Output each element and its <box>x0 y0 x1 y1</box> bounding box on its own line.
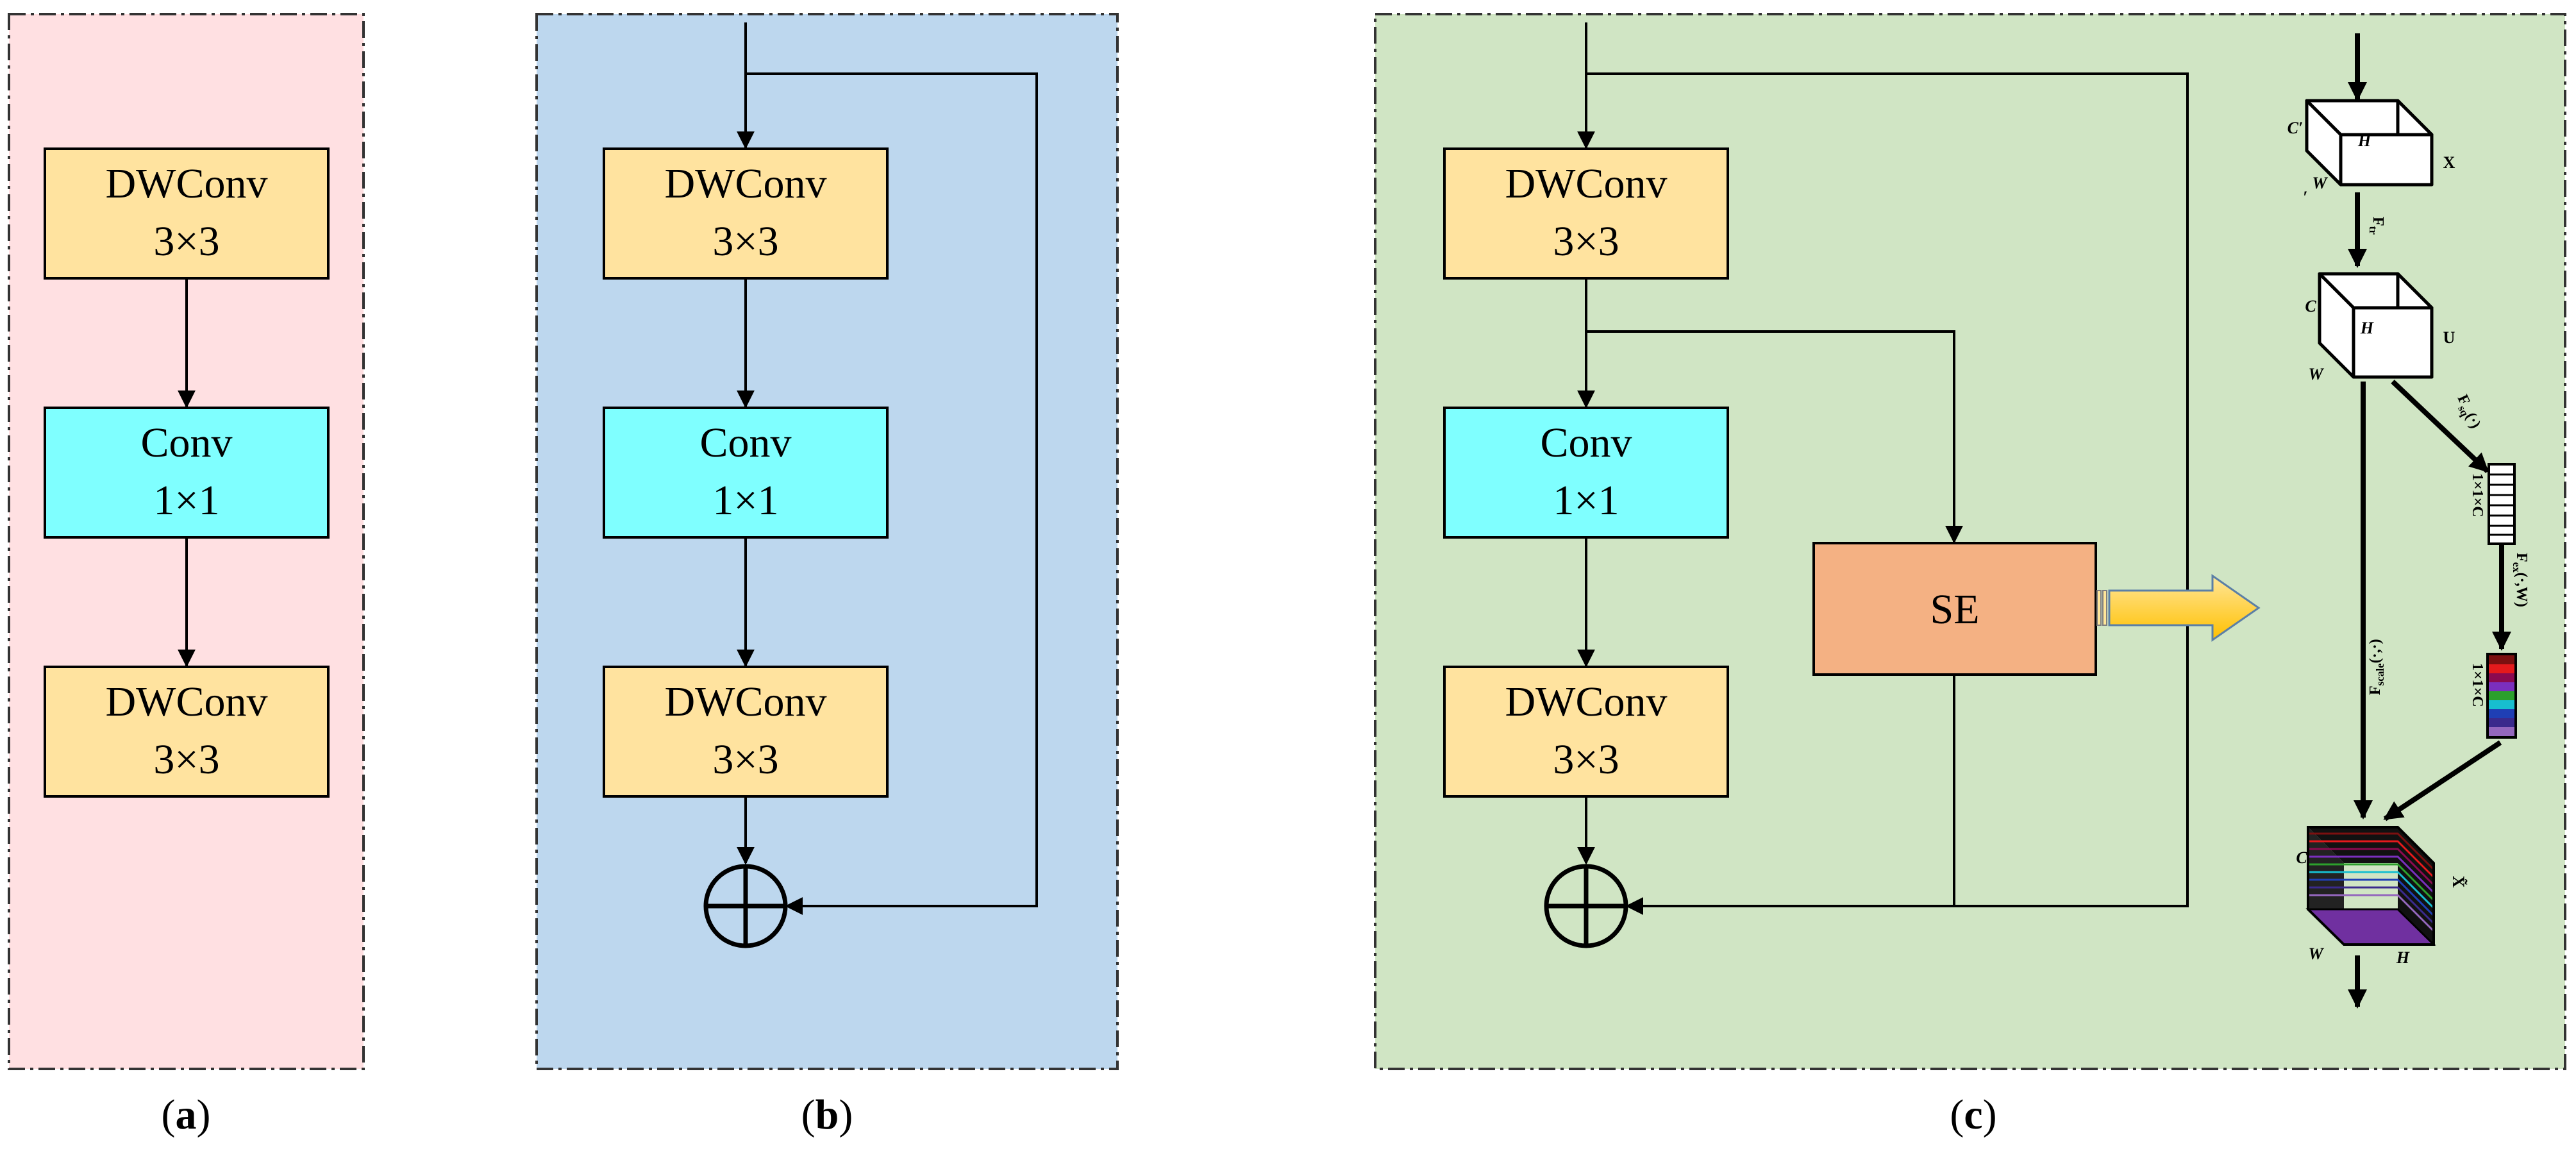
excitation-vector <box>2486 653 2517 739</box>
block-line1: DWConv <box>1505 678 1668 725</box>
block-line1: Conv <box>140 419 232 466</box>
squeeze-size: 1×1×C <box>2469 473 2486 517</box>
fscale-label: Fscale(·,·) <box>2367 639 2386 695</box>
cube-u-h: H <box>2360 319 2374 337</box>
panel-c-block-conv: Conv 1×1 <box>1443 407 1729 539</box>
ftr-label: Ftr <box>2367 217 2386 235</box>
block-line1: Conv <box>1540 419 1632 466</box>
panel-c-block-dwconv-top: DWConv 3×3 <box>1443 147 1729 280</box>
cube-output <box>2305 826 2436 946</box>
panel-c: DWConv 3×3 Conv 1×1 DWConv 3×3 SE <box>1374 13 2566 1138</box>
panel-b-block-dwconv-bottom: DWConv 3×3 <box>603 666 889 798</box>
block-line2: 3×3 <box>1553 736 1619 783</box>
se-label: SE <box>1930 586 1979 633</box>
block-line2: 3×3 <box>712 218 778 265</box>
cube-x-w-mark: ′ <box>2303 188 2307 206</box>
excite-to-output-arrow <box>2383 740 2502 821</box>
block-line1: DWConv <box>1505 160 1668 207</box>
block-line2: 3×3 <box>153 218 219 265</box>
panel-b-add-icon <box>703 864 788 948</box>
excite-size: 1×1×C <box>2469 663 2486 707</box>
cube-output-h: H <box>2396 948 2410 967</box>
panel-c-se-branch-in <box>1586 330 1963 544</box>
panel-c-block-dwconv-bottom: DWConv 3×3 <box>1443 666 1729 798</box>
panel-b-block-conv: Conv 1×1 <box>603 407 889 539</box>
se-detail: H W C′ ′ X Ftr H W C U Fsq(·) <box>2287 33 2530 1009</box>
panel-c-se-block: SE <box>1812 542 2097 676</box>
cube-output-c: C <box>2296 848 2307 867</box>
cube-output-name: X̃ <box>2449 876 2468 888</box>
cube-u-name: U <box>2443 328 2455 347</box>
block-line2: 1×1 <box>712 477 778 524</box>
fex-label: Fex(·,W) <box>2511 553 2530 607</box>
panel-c-caption: (c) <box>1950 1091 1996 1138</box>
panel-a-block-dwconv-top: DWConv 3×3 <box>44 147 330 280</box>
cube-x-c: C′ <box>2287 119 2304 137</box>
block-line2: 3×3 <box>1553 218 1619 265</box>
block-line1: DWConv <box>106 678 268 725</box>
panel-b: DWConv 3×3 Conv 1×1 DWConv 3×3 (b) <box>535 13 1119 1138</box>
block-line2: 3×3 <box>712 736 778 783</box>
panel-a-block-conv: Conv 1×1 <box>44 407 330 539</box>
block-line1: Conv <box>699 419 791 466</box>
block-line2: 1×1 <box>153 477 219 524</box>
panel-c-add-icon <box>1544 864 1628 948</box>
cube-x <box>2305 99 2434 187</box>
block-line1: DWConv <box>106 160 268 207</box>
block-line2: 1×1 <box>1553 477 1619 524</box>
panel-b-block-dwconv-top: DWConv 3×3 <box>603 147 889 280</box>
block-line2: 3×3 <box>153 736 219 783</box>
cube-x-w: W <box>2312 174 2328 192</box>
panel-b-skip-connection <box>746 72 1038 915</box>
cube-u-w: W <box>2308 365 2324 383</box>
block-line1: DWConv <box>665 678 827 725</box>
block-line1: DWConv <box>665 160 827 207</box>
panel-b-caption: (b) <box>801 1091 853 1138</box>
panel-a: DWConv 3×3 Conv 1×1 DWConv 3×3 (a) <box>8 13 365 1138</box>
expand-arrow-icon <box>2096 574 2261 642</box>
cube-x-name: X <box>2443 153 2455 172</box>
panel-c-skip-connection <box>1586 72 2189 915</box>
fsq-arrow <box>2391 380 2489 473</box>
cube-output-w: W <box>2308 945 2324 963</box>
panel-a-block-dwconv-bottom: DWConv 3×3 <box>44 666 330 798</box>
panel-a-caption: (a) <box>162 1091 211 1138</box>
squeeze-vector <box>2488 463 2516 545</box>
cube-u-c: C <box>2305 297 2316 315</box>
cube-x-h: H <box>2357 131 2371 150</box>
cube-u <box>2318 272 2434 379</box>
